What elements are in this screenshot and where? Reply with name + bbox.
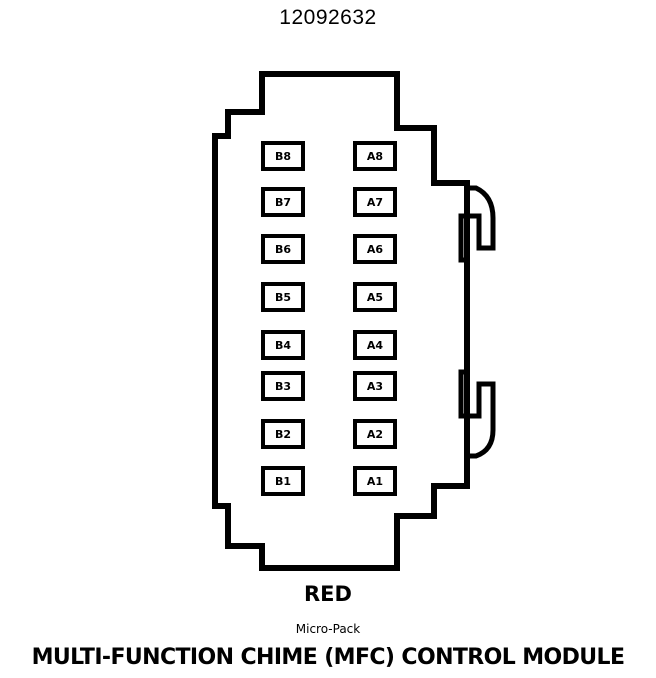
pin-cavity (353, 371, 397, 401)
pin-cavity (261, 419, 305, 449)
pin-a5: A5 (353, 282, 397, 312)
pin-cavity (353, 330, 397, 360)
pin-b3: B3 (261, 371, 305, 401)
pin-b7: B7 (261, 187, 305, 217)
pin-b4: B4 (261, 330, 305, 360)
pin-cavity (353, 282, 397, 312)
pin-label: A2 (367, 428, 383, 441)
pin-cavity (353, 187, 397, 217)
pin-label: B6 (275, 243, 291, 256)
pin-a1: A1 (353, 466, 397, 496)
pin-cavity (261, 371, 305, 401)
pin-cavity (353, 419, 397, 449)
pin-cavity (353, 141, 397, 171)
pin-cavity (353, 234, 397, 264)
pin-a6: A6 (353, 234, 397, 264)
pin-label: A4 (367, 339, 384, 352)
upper-latch (458, 185, 496, 263)
lower-latch (458, 369, 496, 459)
pin-b5: B5 (261, 282, 305, 312)
pin-label: B1 (275, 475, 291, 488)
pin-b2: B2 (261, 419, 305, 449)
pin-label: B5 (275, 291, 291, 304)
pin-label: A1 (367, 475, 383, 488)
module-title: MULTI-FUNCTION CHIME (MFC) CONTROL MODUL… (31, 645, 625, 670)
pin-label: A7 (367, 196, 383, 209)
connector-color-label: RED (304, 582, 352, 606)
pin-cavity (261, 234, 305, 264)
pin-cavity (261, 187, 305, 217)
pin-label: A8 (367, 150, 383, 163)
pin-a4: A4 (353, 330, 397, 360)
pin-a8: A8 (353, 141, 397, 171)
pin-b1: B1 (261, 466, 305, 496)
pin-b8: B8 (261, 141, 305, 171)
connector-type-label: Micro-Pack (295, 622, 361, 636)
pin-cavity (261, 141, 305, 171)
connector-housing-outline (212, 71, 470, 571)
pin-label: B2 (275, 428, 291, 441)
pin-label: A5 (367, 291, 383, 304)
pin-b6: B6 (261, 234, 305, 264)
pin-cavity (261, 282, 305, 312)
pin-cavity (261, 466, 305, 496)
pin-a2: A2 (353, 419, 397, 449)
pin-label: B3 (275, 380, 291, 393)
pin-label: B8 (275, 150, 291, 163)
part-number: 12092632 (279, 6, 377, 29)
pin-label: A6 (367, 243, 384, 256)
pin-cavity (353, 466, 397, 496)
pin-label: A3 (367, 380, 383, 393)
pin-cavity (261, 330, 305, 360)
pin-label: B7 (275, 196, 291, 209)
pin-label: B4 (275, 339, 291, 352)
pin-a7: A7 (353, 187, 397, 217)
pin-a3: A3 (353, 371, 397, 401)
